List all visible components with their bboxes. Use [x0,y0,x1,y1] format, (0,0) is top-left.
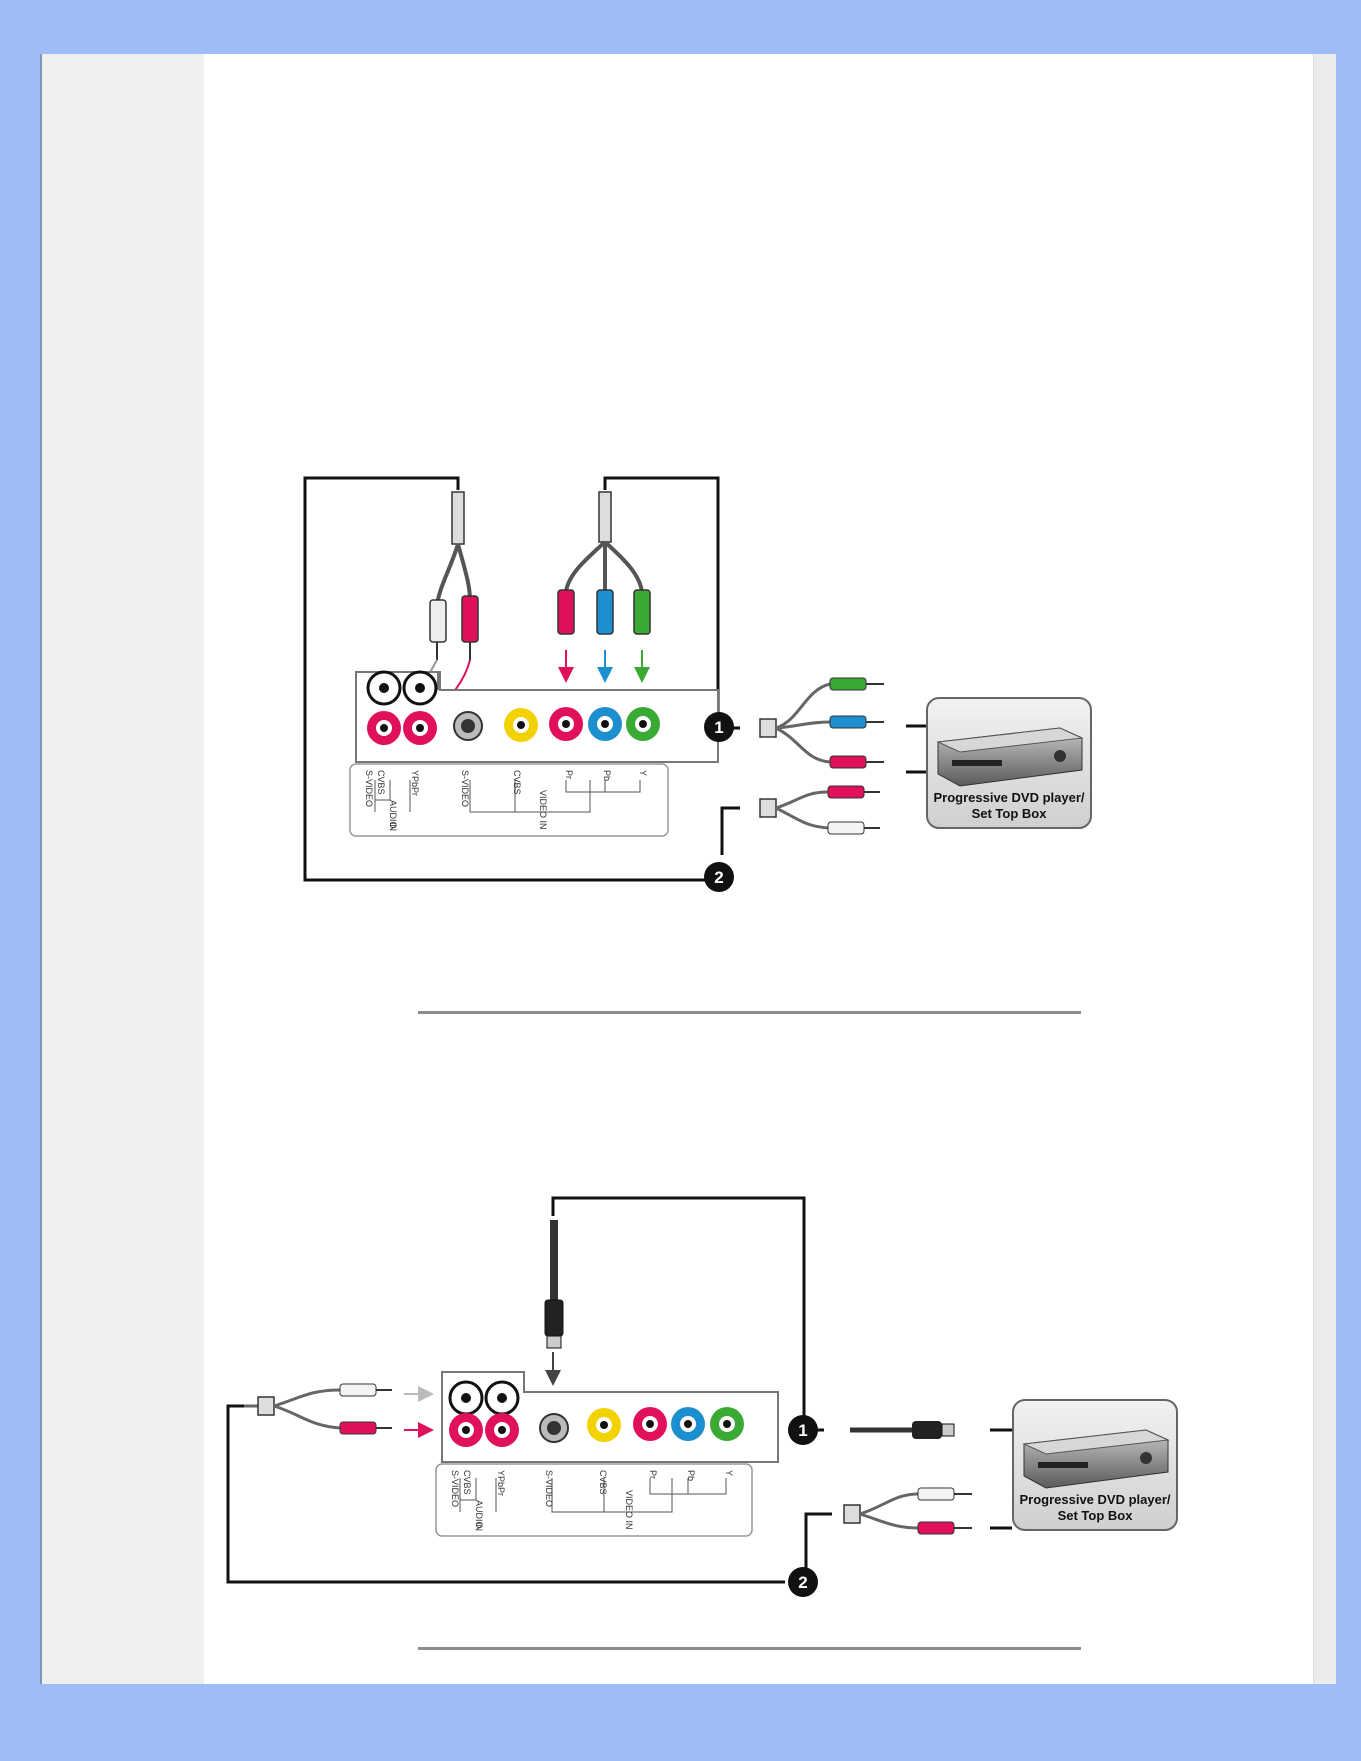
device-label-line1: Progressive DVD player/ [933,790,1084,805]
jack-label: CVBS [462,1470,472,1495]
jack-label: IN [474,1522,484,1531]
device-label-line2: Set Top Box [972,806,1048,821]
device-label-line1: Progressive DVD player/ [1019,1492,1170,1507]
jack-label: CVBS [598,1470,608,1495]
jack-label: YPbPr [496,1470,506,1496]
jack-label: S-VIDEO [460,770,470,807]
diagram1-input-panel [356,672,718,762]
step-number: 2 [798,1573,807,1592]
section-divider [418,1647,1081,1650]
jack-label: VIDEO IN [538,790,548,830]
diagram1-label-panel: S-VIDEO CVBS AUDIO YPbPr IN S-VIDEO CVBS… [350,764,668,836]
jack-label: S-VIDEO [450,1470,460,1507]
step-number: 1 [714,718,723,737]
diagram2-label-panel: S-VIDEO CVBS AUDIO YPbPr IN S-VIDEO CVBS… [436,1464,752,1536]
jack-label: S-VIDEO [364,770,374,807]
diagram2-step-badges: 1 2 [788,1415,818,1597]
diagram2-audio-cable [244,1384,426,1434]
section-divider [418,1011,1081,1014]
diagram2-dvd-device: Progressive DVD player/ Set Top Box [1013,1400,1177,1530]
device-label-line2: Set Top Box [1058,1508,1134,1523]
diagram1-dvd-device: Progressive DVD player/ Set Top Box [927,698,1091,828]
jack-label: Y [638,770,648,776]
jack-label: Pr [564,770,574,779]
jack-label: S-VIDEO [544,1470,554,1507]
diagram1-component-cable [558,492,650,675]
jack-label: Pr [648,1470,658,1479]
jack-label: Y [724,1470,734,1476]
diagram2-source-cables [844,1421,1012,1534]
jack-label: IN [388,822,398,831]
jack-label: YPbPr [410,770,420,796]
jack-label: CVBS [512,770,522,795]
step-number: 1 [798,1421,807,1440]
diagram2-input-panel [442,1372,778,1462]
jack-label: CVBS [376,770,386,795]
jack-label: VIDEO IN [624,1490,634,1530]
jack-label: Pb [602,770,612,781]
jack-label: Pb [686,1470,696,1481]
diagram2-svideo-cable [545,1220,563,1378]
diagram1-source-cables [760,678,926,834]
step-number: 2 [714,868,723,887]
